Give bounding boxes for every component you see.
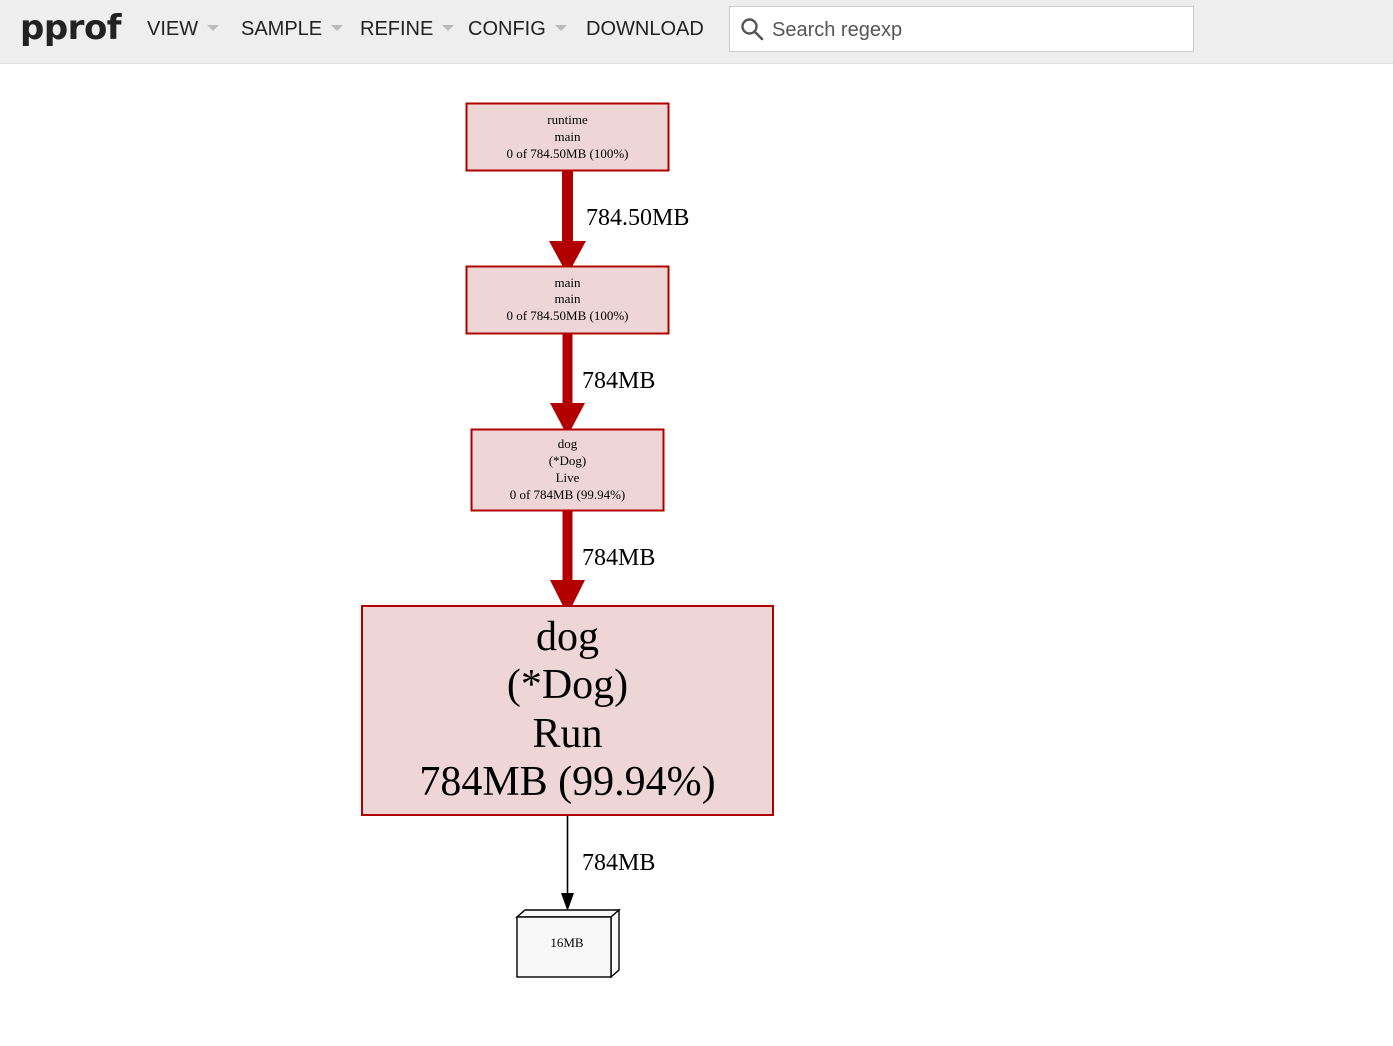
- chevron-down-icon: [442, 24, 455, 31]
- menu-refine-label: REFINE: [360, 18, 434, 40]
- node-label: main: [555, 275, 581, 290]
- menu-refine[interactable]: REFINE: [360, 18, 455, 41]
- node-label: (*Dog): [549, 453, 587, 468]
- node-label: 784MB (99.94%): [419, 759, 715, 805]
- node-label: main: [555, 291, 581, 306]
- search-icon: [741, 18, 764, 41]
- arrowhead-icon: [550, 580, 585, 615]
- graph-node-dog-live[interactable]: dog (*Dog) Live 0 of 784MB (99.94%): [470, 428, 665, 512]
- menu-sample[interactable]: SAMPLE: [241, 18, 344, 41]
- menu-download[interactable]: DOWNLOAD: [586, 18, 704, 41]
- menu-view[interactable]: VIEW: [147, 18, 220, 41]
- arrowhead-icon: [561, 893, 574, 911]
- menu-sample-label: SAMPLE: [241, 18, 323, 40]
- node-label: Run: [532, 711, 602, 757]
- top-toolbar: pprof VIEW SAMPLE REFINE CONFIG DOWNLOAD: [0, 0, 1393, 64]
- graph-edge[interactable]: 784MB: [550, 511, 655, 615]
- graph-edge[interactable]: 784.50MB: [549, 171, 689, 275]
- menu-config-label: CONFIG: [468, 18, 546, 40]
- node-label: dog: [558, 436, 578, 451]
- graph-edge[interactable]: 784MB: [550, 334, 655, 436]
- arrowhead-icon: [550, 403, 585, 436]
- graph-node-runtime-main[interactable]: runtime main 0 of 784.50MB (100%): [465, 102, 670, 172]
- menu-config[interactable]: CONFIG: [468, 18, 567, 41]
- node-label: 0 of 784MB (99.94%): [510, 487, 626, 502]
- edge-label: 784MB: [582, 545, 655, 571]
- chevron-down-icon: [331, 24, 344, 31]
- graph-node-main-main[interactable]: main main 0 of 784.50MB (100%): [465, 265, 670, 335]
- node-label: dog: [536, 614, 599, 660]
- node-label: Live: [556, 470, 580, 485]
- graph-edge[interactable]: 784MB: [561, 815, 655, 911]
- graph-node-alloc-16mb[interactable]: 16MB: [515, 908, 621, 979]
- node-label: (*Dog): [507, 662, 628, 708]
- edge-label: 784.50MB: [586, 205, 689, 231]
- menu-view-label: VIEW: [147, 18, 199, 40]
- menu-download-label: DOWNLOAD: [586, 18, 704, 40]
- chevron-down-icon: [207, 24, 220, 31]
- edge-label: 784MB: [582, 850, 655, 876]
- app-logo[interactable]: pprof: [20, 8, 122, 48]
- search-box: [729, 6, 1194, 52]
- node-label: 0 of 784.50MB (100%): [506, 146, 628, 161]
- node-label: runtime: [547, 112, 588, 127]
- node-label: main: [555, 129, 581, 144]
- arrowhead-icon: [549, 241, 586, 275]
- node-label: 16MB: [550, 935, 584, 950]
- node-label: 0 of 784.50MB (100%): [506, 308, 628, 323]
- call-graph[interactable]: 784.50MB 784MB 784MB 784MB runtime main …: [0, 63, 1393, 1046]
- search-input[interactable]: [770, 12, 1184, 48]
- chevron-down-icon: [554, 24, 567, 31]
- edge-label: 784MB: [582, 368, 655, 394]
- graph-node-dog-run[interactable]: dog (*Dog) Run 784MB (99.94%): [361, 605, 774, 816]
